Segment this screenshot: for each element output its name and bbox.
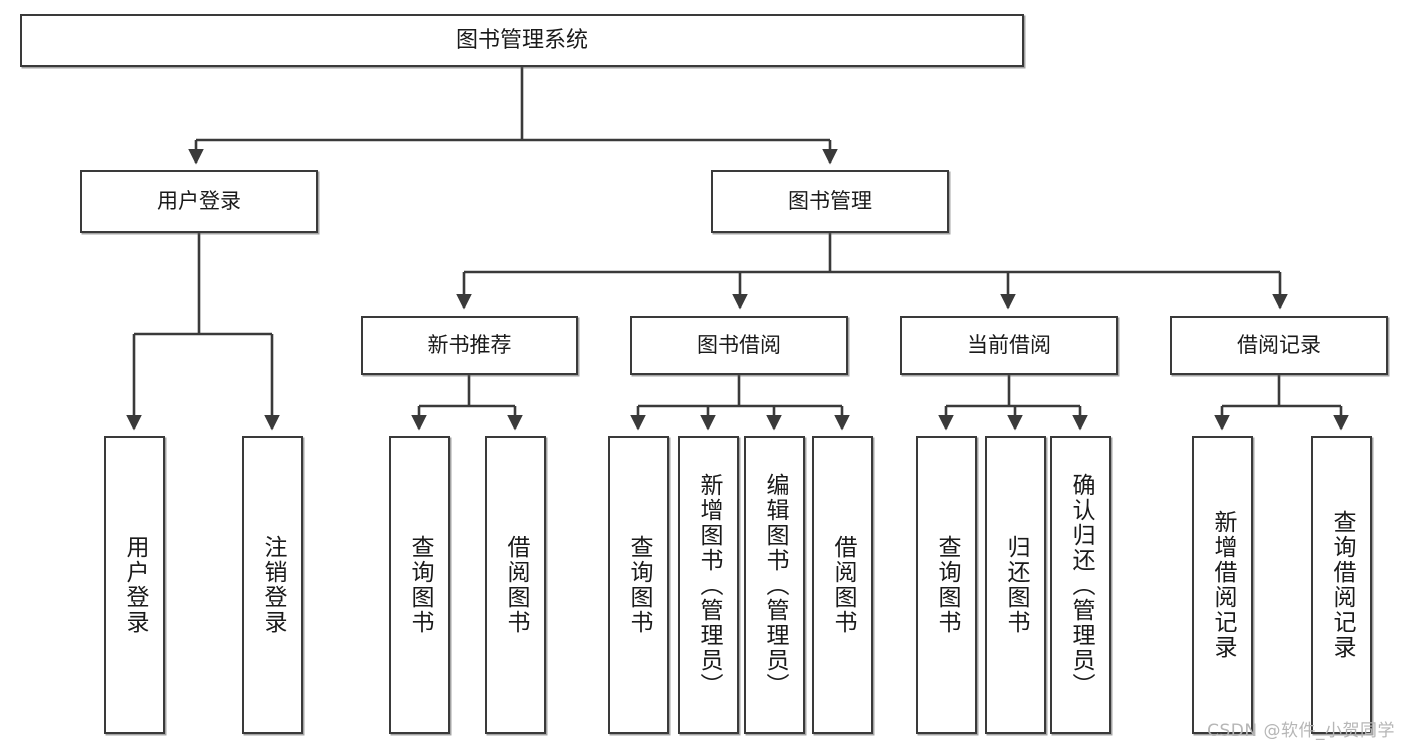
node-leaf-query-book-3[interactable]: 查询图书 <box>916 436 977 734</box>
node-leaf-borrow-book-1[interactable]: 借阅图书 <box>485 436 546 734</box>
node-leaf-query-record[interactable]: 查询借阅记录 <box>1311 436 1372 734</box>
node-leaf-return-book[interactable]: 归还图书 <box>985 436 1046 734</box>
node-label: 图书借阅 <box>697 333 781 358</box>
node-leaf-user-login[interactable]: 用户登录 <box>104 436 165 734</box>
node-label: 新增借阅记录 <box>1210 510 1236 660</box>
node-leaf-query-book-2[interactable]: 查询图书 <box>608 436 669 734</box>
node-label: 图书管理 <box>788 189 872 214</box>
node-label: 新增图书（管理员） <box>696 472 722 698</box>
node-leaf-confirm-return[interactable]: 确认归还（管理员） <box>1050 436 1111 734</box>
node-label: 用户登录 <box>157 189 241 214</box>
node-label: 用户登录 <box>122 535 148 635</box>
node-label: 借阅记录 <box>1237 333 1321 358</box>
node-label: 查询图书 <box>407 535 433 635</box>
node-label: 图书管理系统 <box>455 27 588 53</box>
node-user-login[interactable]: 用户登录 <box>80 170 318 233</box>
node-root-system[interactable]: 图书管理系统 <box>20 14 1024 67</box>
node-label: 查询借阅记录 <box>1329 510 1355 660</box>
node-label: 当前借阅 <box>967 333 1051 358</box>
node-leaf-logout[interactable]: 注销登录 <box>242 436 303 734</box>
node-new-book-recommend[interactable]: 新书推荐 <box>361 316 578 375</box>
node-label: 确认归还（管理员） <box>1068 472 1094 698</box>
node-leaf-query-book-1[interactable]: 查询图书 <box>389 436 450 734</box>
node-label: 借阅图书 <box>503 535 529 635</box>
node-leaf-add-record[interactable]: 新增借阅记录 <box>1192 436 1253 734</box>
node-label: 查询图书 <box>934 535 960 635</box>
node-label: 归还图书 <box>1003 535 1029 635</box>
node-borrow-record[interactable]: 借阅记录 <box>1170 316 1388 375</box>
csdn-watermark: CSDN @软件_小贺同学 <box>1207 721 1395 741</box>
node-leaf-edit-book[interactable]: 编辑图书（管理员） <box>744 436 805 734</box>
node-current-borrow[interactable]: 当前借阅 <box>900 316 1118 375</box>
node-label: 查询图书 <box>626 535 652 635</box>
node-leaf-add-book[interactable]: 新增图书（管理员） <box>678 436 739 734</box>
node-leaf-borrow-book-2[interactable]: 借阅图书 <box>812 436 873 734</box>
node-book-management[interactable]: 图书管理 <box>711 170 949 233</box>
node-label: 借阅图书 <box>830 535 856 635</box>
node-book-borrow[interactable]: 图书借阅 <box>630 316 848 375</box>
node-label: 新书推荐 <box>427 333 512 358</box>
node-label: 编辑图书（管理员） <box>762 472 788 698</box>
node-label: 注销登录 <box>260 535 286 635</box>
